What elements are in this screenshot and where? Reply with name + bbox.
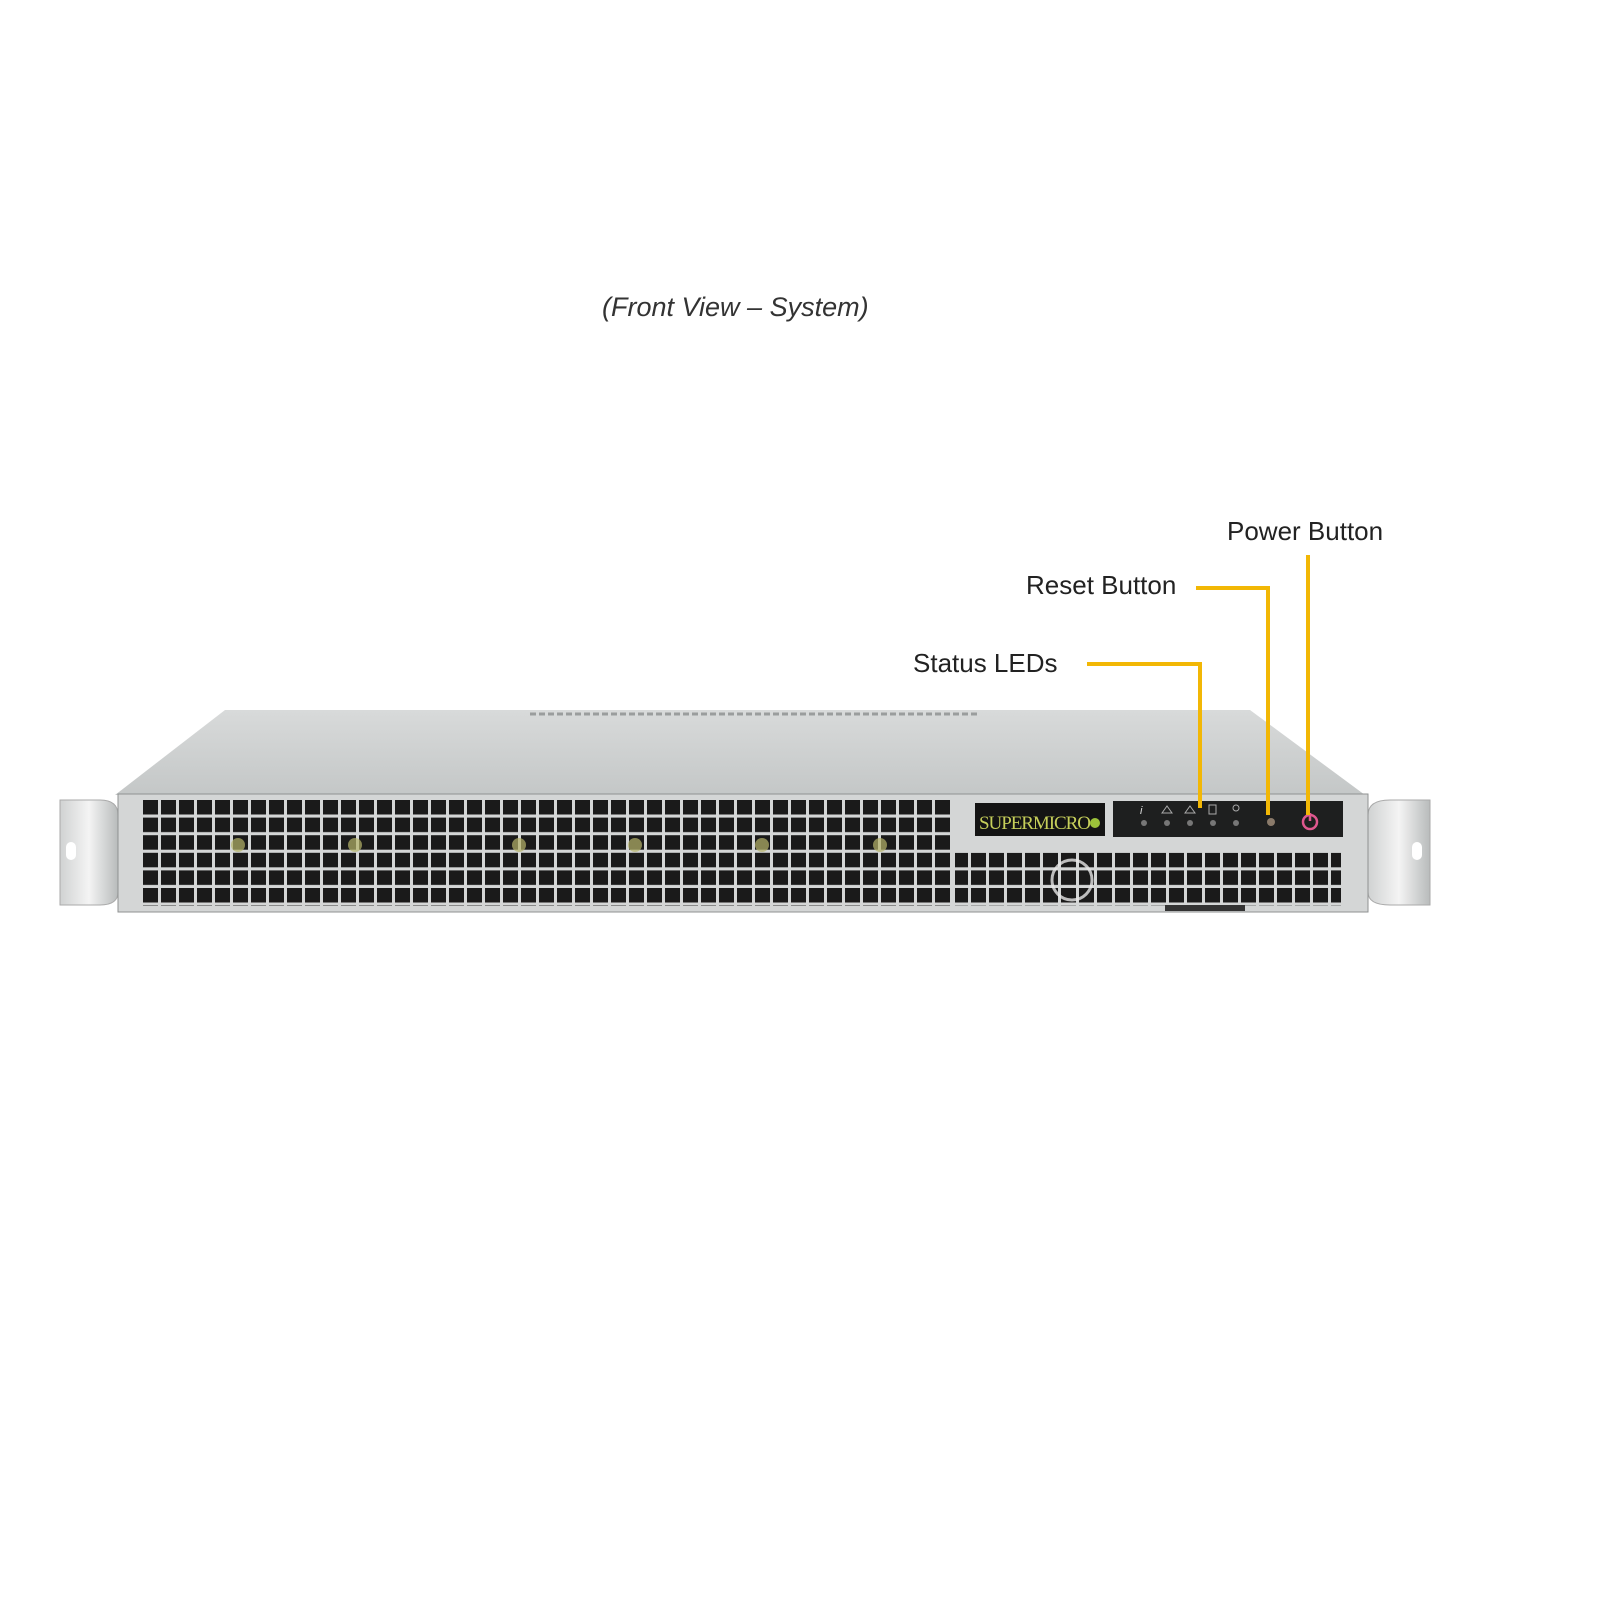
supermicro-logo: SUPERMICRO — [975, 803, 1105, 836]
figure-caption: (Front View – System) — [602, 292, 869, 322]
usb-handle — [1050, 858, 1094, 902]
status-led-icons: i — [1140, 804, 1240, 817]
fan-vent-grille — [143, 800, 953, 906]
lower-vent-grille — [955, 852, 1341, 906]
logo-text: SUPERMICRO — [979, 813, 1091, 834]
left-rack-ear — [59, 799, 119, 906]
right-rack-ear — [1367, 799, 1431, 906]
reset-button[interactable] — [1267, 818, 1275, 826]
reset-button-label: Reset Button — [1026, 570, 1177, 600]
chassis-top — [115, 710, 1365, 795]
power-button-label: Power Button — [1227, 516, 1384, 546]
reset-callout-line — [1196, 586, 1270, 815]
callout-lines — [1087, 555, 1310, 815]
status-leds-label: Status LEDs — [913, 648, 1058, 678]
status-leds — [1141, 820, 1239, 826]
svg-text:i: i — [1140, 805, 1143, 817]
fan-hubs — [231, 838, 887, 852]
status-callout-line — [1087, 662, 1202, 808]
